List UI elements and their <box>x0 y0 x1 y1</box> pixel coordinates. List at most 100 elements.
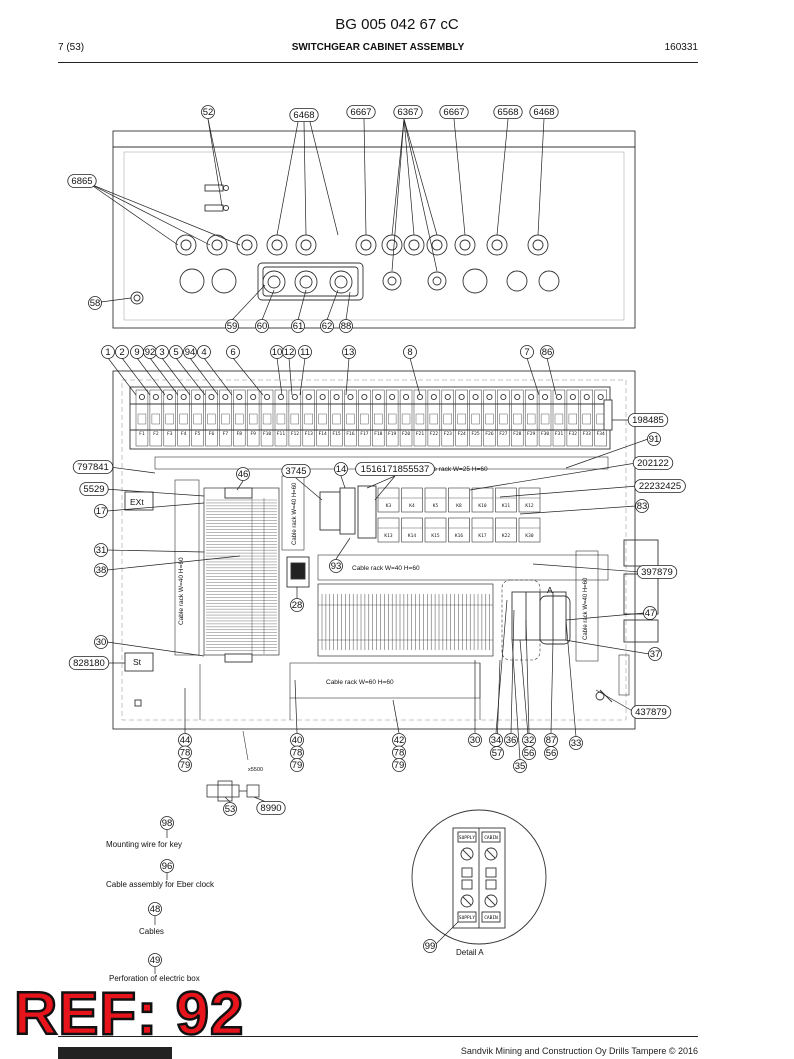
svg-text:1516171855537: 1516171855537 <box>361 464 430 475</box>
svg-text:47: 47 <box>645 608 656 619</box>
callout-30: 30 <box>468 733 482 747</box>
callout-92: 92 <box>143 345 157 359</box>
svg-text:6468: 6468 <box>533 107 554 118</box>
callout-38: 38 <box>94 563 108 577</box>
fuse-label: F28 <box>513 431 522 437</box>
fuse-label: F9 <box>250 431 256 437</box>
svg-text:828180: 828180 <box>73 658 105 669</box>
fuse-label: F24 <box>457 431 466 437</box>
page-number: 7 (53) <box>58 42 85 53</box>
svg-text:28: 28 <box>292 600 303 611</box>
svg-text:87: 87 <box>546 735 557 746</box>
callout-17: 17 <box>94 504 108 518</box>
cabinet-top-plate <box>112 146 636 329</box>
callout-6468-b: 6468 <box>529 105 559 119</box>
svg-text:52: 52 <box>203 107 214 118</box>
svg-text:86: 86 <box>542 347 553 358</box>
svg-text:49: 49 <box>150 955 161 966</box>
callout-35: 35 <box>513 759 527 773</box>
fuse-label: F5 <box>195 431 201 437</box>
callout-93: 93 <box>329 559 343 573</box>
svg-text:13: 13 <box>344 347 355 358</box>
svg-text:3: 3 <box>159 347 164 358</box>
svg-text:56: 56 <box>524 748 535 759</box>
relay-label: K5 <box>433 503 439 509</box>
svg-text:58: 58 <box>90 298 101 309</box>
callout-48: 48 <box>148 902 162 916</box>
svg-text:57: 57 <box>492 748 503 759</box>
callout-36: 36 <box>504 733 518 747</box>
svg-text:79: 79 <box>394 760 405 771</box>
cable-rack-w40-label: Cable rack W=40 H=60 <box>352 565 420 572</box>
svg-text:6667: 6667 <box>350 107 371 118</box>
fuse-label: F31 <box>555 431 564 437</box>
callout-42-0: 42 <box>392 733 406 747</box>
callout-12: 12 <box>282 345 296 359</box>
svg-text:437879: 437879 <box>635 707 667 718</box>
svg-text:99: 99 <box>425 941 436 952</box>
callout-11: 11 <box>298 345 312 359</box>
callout-397879: 397879 <box>636 565 678 579</box>
st-box <box>124 652 154 672</box>
callout-44-0: 44 <box>178 733 192 747</box>
cable-rack-vert-left: Cable rack W=40 H=60 <box>178 557 185 625</box>
svg-text:92: 92 <box>145 347 156 358</box>
svg-text:6865: 6865 <box>71 176 92 187</box>
svg-text:94: 94 <box>185 347 196 358</box>
relay-label: K14 <box>408 533 416 539</box>
fuse-label: F12 <box>291 431 300 437</box>
callout-31: 31 <box>94 543 108 557</box>
svg-text:96: 96 <box>162 861 173 872</box>
svg-text:33: 33 <box>571 738 582 749</box>
callout-1: 1 <box>101 345 115 359</box>
svg-text:6667: 6667 <box>443 107 464 118</box>
svg-text:2: 2 <box>119 347 124 358</box>
callout-5: 5 <box>169 345 183 359</box>
svg-text:14: 14 <box>336 464 347 475</box>
callout-198485: 198485 <box>627 413 669 427</box>
svg-text:78: 78 <box>292 748 303 759</box>
callout-828180: 828180 <box>68 656 110 670</box>
svg-text:40: 40 <box>292 735 303 746</box>
detail-a-marker: A <box>547 585 553 595</box>
fuse-label: F16 <box>346 431 355 437</box>
fuse-label: F30 <box>541 431 550 437</box>
callout-56-b: 56 <box>544 746 558 760</box>
svg-text:202122: 202122 <box>637 458 669 469</box>
svg-text:6367: 6367 <box>397 107 418 118</box>
callout-30: 30 <box>94 635 108 649</box>
detail-a-label: Detail A <box>456 948 484 957</box>
svg-text:4: 4 <box>201 347 206 358</box>
relay-label: K16 <box>455 533 463 539</box>
callout-98: 98 <box>160 816 174 830</box>
footer-rule <box>58 1036 698 1037</box>
detail-supply-label-bottom: SUPPLY <box>459 915 476 921</box>
fuse-label: F15 <box>332 431 341 437</box>
cables-label: Cables <box>139 927 164 936</box>
svg-text:88: 88 <box>341 321 352 332</box>
callout-44-2: 79 <box>178 758 192 772</box>
relay-label: K8 <box>456 503 462 509</box>
perforation-label: Perforation of electric box <box>109 974 200 983</box>
fuse-label: F11 <box>277 431 286 437</box>
callout-1516171855537: 1516171855537 <box>355 462 435 476</box>
document-id: BG 005 042 67 cC <box>335 16 459 33</box>
svg-text:397879: 397879 <box>641 567 673 578</box>
callout-797841: 797841 <box>72 460 114 474</box>
callout-6865: 6865 <box>67 174 97 188</box>
fuse-label: F8 <box>236 431 242 437</box>
st-label: St <box>133 657 142 667</box>
callout-6: 6 <box>226 345 240 359</box>
callout-4: 4 <box>197 345 211 359</box>
fuse-label: F1 <box>139 431 145 437</box>
fuse-label: F2 <box>153 431 159 437</box>
svg-text:53: 53 <box>225 804 236 815</box>
svg-text:31: 31 <box>96 545 107 556</box>
callout-40-2: 79 <box>290 758 304 772</box>
detail-a-circle <box>411 809 547 945</box>
reference-stamp: REF: 92 <box>13 980 245 1047</box>
svg-text:36: 36 <box>506 735 517 746</box>
callout-96: 96 <box>160 859 174 873</box>
svg-text:93: 93 <box>331 561 342 572</box>
x5500-label: x5500 <box>248 767 263 773</box>
